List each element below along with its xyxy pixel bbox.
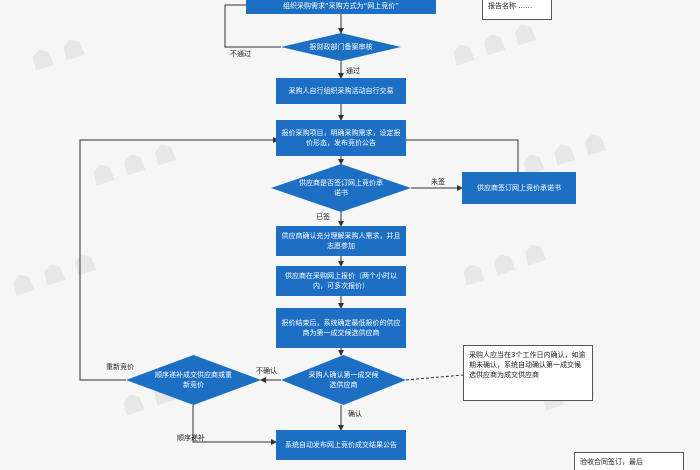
bid-process-box: 供应商在采购网上报价（两个小时以内，可多次报价） [276, 266, 406, 296]
confirm-label: 确认 [348, 410, 362, 418]
rebid-label: 重新竞价 [106, 363, 134, 371]
close-process-box: 报价结束后，系统确定最低报价的供应商为第一成交候选供应商 [276, 308, 406, 348]
publish-process-box: 报价采购项目，明确采购需求，设定报价形态，发布竞价公告 [276, 120, 406, 156]
organize-process-box: 采购人自行组织采购活动自行交易 [276, 78, 406, 104]
choose-decision-label: 顺序递补成交供应商或重新竞价 [155, 371, 232, 389]
top-note: 报告名称 …… [482, 0, 552, 20]
fill-in-order-label: 顺序递补 [177, 434, 205, 442]
signed-decision-label: 供应商是否签订网上竞价承诺书 [299, 179, 383, 197]
pass-label: 通过 [346, 67, 360, 75]
signed-label: 已签 [316, 213, 330, 221]
publish-result-box: 系统自动发布网上竞价成交结果公告 [276, 430, 406, 460]
top-process-box: 组织采购需求“采购方式为“网上竞价” [246, 0, 436, 14]
approve-decision-label: 报财政部门备案审核 [309, 43, 373, 51]
confirm-decision-diamond: 采购人确认第一成交候选供应商 [281, 355, 406, 405]
signed-decision-diamond: 供应商是否签订网上竞价承诺书 [271, 164, 411, 212]
not-pass-label: 不通过 [230, 50, 251, 58]
not-confirm-label: 不确认 [256, 367, 277, 375]
bottom-note: 验收合同签订，最后 [574, 452, 684, 470]
confirm-note: 采购人应当在3个工作日内确认，如逾期未确认，系统自动确认第一成交候选供应商为成交… [463, 345, 593, 401]
confirm-decision-label: 采购人确认第一成交候选供应商 [308, 371, 379, 389]
not-signed-label: 未签 [431, 178, 445, 186]
supplier-confirm-box: 供应商确认充分理解采购人需求，并且志愿参加 [276, 226, 406, 256]
choose-decision-diamond: 顺序递补成交供应商或重新竞价 [126, 355, 261, 405]
approve-decision-diamond: 报财政部门备案审核 [281, 33, 401, 61]
sign-commitment-box: 供应商签订网上竞价承诺书 [462, 172, 576, 204]
